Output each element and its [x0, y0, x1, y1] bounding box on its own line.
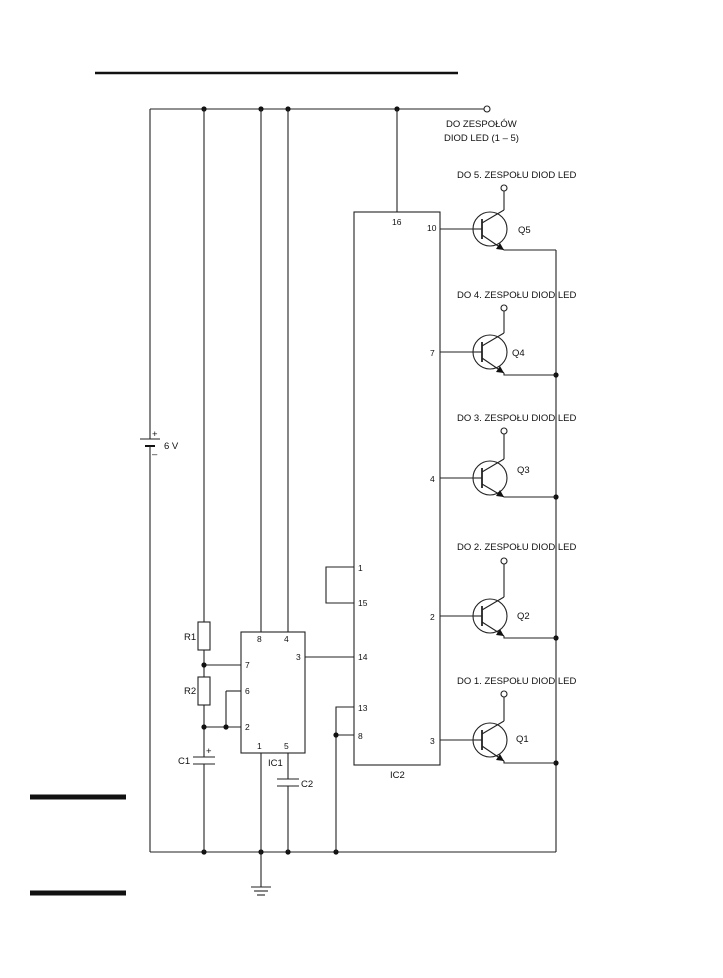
q3-label: Q3 [517, 465, 530, 476]
ic2-pin-15: 15 [358, 598, 368, 608]
ic1-pin-2: 2 [245, 722, 250, 732]
c2-label: C2 [301, 779, 313, 790]
ic1-pin-5: 5 [284, 741, 289, 751]
battery-plus-label: + [152, 429, 158, 440]
top-output-label-1: DO ZESPOŁÓW [446, 119, 517, 130]
ic1-name: IC1 [268, 758, 283, 769]
transistor-q3 [440, 427, 556, 498]
q4-label: Q4 [512, 348, 525, 359]
ic2-pin-10: 10 [427, 223, 437, 233]
ic1-pin-1: 1 [257, 741, 262, 751]
transistor-q4 [440, 304, 556, 376]
ic2-pin-14: 14 [358, 652, 368, 662]
ic2-body [353, 211, 441, 766]
ic2-pin-3: 3 [430, 736, 435, 746]
c1-capacitor [193, 756, 215, 852]
r2-resistor [197, 676, 211, 757]
ic1-pin-7: 7 [245, 660, 250, 670]
c1-label: C1 [178, 756, 190, 767]
ic2-name: IC2 [390, 770, 405, 781]
ic1-body [240, 631, 306, 754]
ic2-pin-7: 7 [430, 348, 435, 358]
ic1-pin-3: 3 [296, 652, 301, 662]
q2-label: Q2 [517, 611, 530, 622]
battery-minus-label: – [152, 449, 158, 460]
top-output-label-2: DIOD LED (1 – 5) [444, 133, 519, 144]
r1-label: R1 [184, 632, 196, 643]
ic1-timing-connections [201, 662, 241, 730]
q1-led-label: DO 1. ZESPOŁU DIOD LED [457, 676, 576, 687]
q3-led-label: DO 3. ZESPOŁU DIOD LED [457, 413, 576, 424]
battery-voltage-label: 6 V [164, 441, 179, 452]
ic2-pin-2: 2 [430, 612, 435, 622]
ic1-pin-8: 8 [257, 634, 262, 644]
ic2-pin-4: 4 [430, 474, 435, 484]
r2-label: R2 [184, 686, 196, 697]
ic2-pin-13: 13 [358, 703, 368, 713]
ic2-pin-16: 16 [392, 217, 402, 227]
transistor-q1 [440, 690, 556, 764]
r1-resistor [197, 109, 211, 677]
ic1-pin-6: 6 [245, 686, 250, 696]
ic2-pin13-pin8-ground [333, 706, 354, 852]
ground-symbol-icon [251, 852, 271, 896]
ic2-pin1-pin15-loop [325, 566, 354, 604]
q1-label: Q1 [516, 734, 529, 745]
positive-rail [150, 105, 491, 113]
q2-led-label: DO 2. ZESPOŁU DIOD LED [457, 542, 576, 553]
transistor-q2 [440, 557, 556, 639]
ic2-pin-1: 1 [358, 563, 363, 573]
c1-plus-label: + [206, 746, 212, 757]
transistor-q5 [440, 184, 556, 251]
ic1-pin-4: 4 [284, 634, 289, 644]
c2-capacitor [277, 778, 299, 852]
ground-rail [150, 849, 556, 855]
q5-led-label: DO 5. ZESPOŁU DIOD LED [457, 170, 576, 181]
q4-led-label: DO 4. ZESPOŁU DIOD LED [457, 290, 576, 301]
ic2-pin-8: 8 [358, 731, 363, 741]
battery-symbol [140, 109, 160, 852]
q5-label: Q5 [518, 225, 531, 236]
